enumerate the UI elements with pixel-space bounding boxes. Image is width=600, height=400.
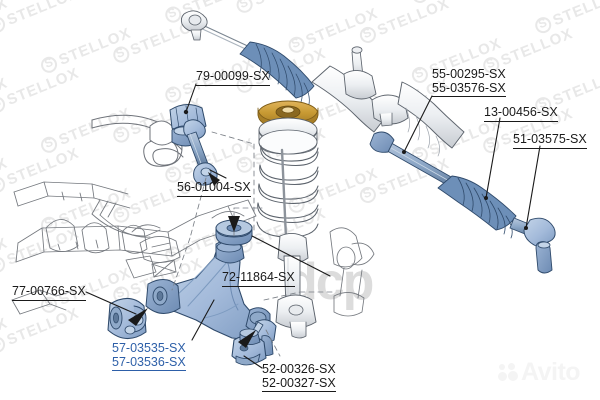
leader-dots <box>183 109 528 230</box>
part-label-13-00456: 13-00456-SX <box>484 105 558 122</box>
part-number-text: 57-03536-SX <box>112 355 186 371</box>
part-number-text: 77-00766-SX <box>12 284 86 301</box>
part-label-51-03575: 51-03575-SX <box>513 132 587 149</box>
inner-tie-rod-part <box>369 131 461 191</box>
rack-boot-left <box>239 41 315 109</box>
part-label-72-11864: 72-11864-SX <box>222 270 295 287</box>
part-number-text: 55-00295-SX <box>432 67 506 81</box>
coil-spring <box>256 145 319 238</box>
assembly-arrows <box>128 172 256 348</box>
part-number-text: 52-00327-SX <box>262 376 336 392</box>
strut-spring-assembly <box>256 100 319 339</box>
part-label-56-01004: 56-01004-SX <box>177 180 251 197</box>
part-number-text: 57-03535-SX <box>112 341 186 355</box>
stabilizer-link-part <box>183 119 218 186</box>
part-number-text: 55-03576-SX <box>432 81 506 97</box>
part-number-text: 79-00099-SX <box>196 69 270 86</box>
subframe-lineart <box>11 181 375 317</box>
part-number-text: 52-00326-SX <box>262 362 336 376</box>
part-label-77-00766: 77-00766-SX <box>12 284 86 301</box>
part-number-text: 13-00456-SX <box>484 105 558 122</box>
part-number-text: 72-11864-SX <box>222 270 295 287</box>
lower-control-arm-part <box>145 240 272 341</box>
part-label-79-00099: 79-00099-SX <box>196 69 270 86</box>
anti-roll-bar <box>91 114 184 167</box>
outer-tie-rod-end-part <box>509 217 556 274</box>
steering-rack-boot-part <box>437 175 517 239</box>
steering-gear-housing <box>180 10 465 157</box>
part-number-text: 51-03575-SX <box>513 132 587 149</box>
leader-lines <box>85 83 541 369</box>
part-number-text: 56-01004-SX <box>177 180 251 197</box>
